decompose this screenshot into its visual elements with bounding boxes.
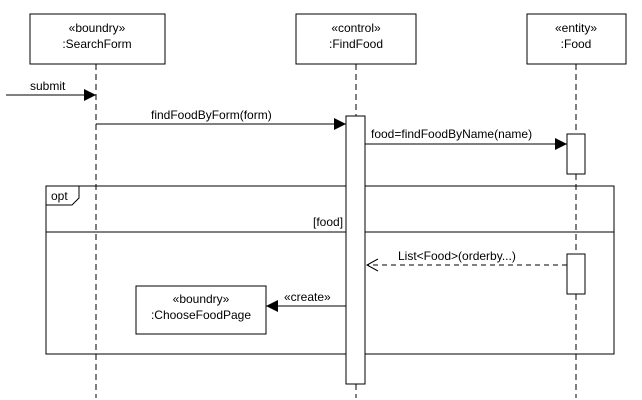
participant-food[interactable]: «entity» :Food <box>526 13 627 65</box>
participant-searchform[interactable]: «boundry» :SearchForm <box>29 13 166 65</box>
fragment-guard: [food] <box>313 215 343 229</box>
activation-findfood <box>345 115 366 385</box>
message-label: findFoodByForm(form) <box>151 108 272 122</box>
participant-name: :FindFood <box>329 37 383 51</box>
message-label: food=findFoodByName(name) <box>371 127 532 141</box>
message-label: List<Food>(orderby...) <box>398 249 516 263</box>
participant-stereotype: «control» <box>331 21 381 35</box>
participant-name: :SearchForm <box>62 37 131 51</box>
participant-choosefoodpage[interactable]: «boundry» :ChooseFoodPage <box>135 285 267 335</box>
activation-food-1 <box>566 133 586 175</box>
fragment-operator: opt <box>51 189 68 203</box>
message-label: «create» <box>284 290 331 304</box>
fragment-frame <box>45 185 615 355</box>
message-label: submit <box>30 79 66 93</box>
message-submit: submit <box>6 79 96 101</box>
participant-name: :Food <box>561 37 592 51</box>
message-return-list: List<Food>(orderby...) <box>365 249 567 272</box>
opt-fragment: opt [food] <box>45 185 615 355</box>
message-create: «create» <box>266 290 346 312</box>
activation-food-2 <box>566 253 586 295</box>
participant-name: :ChooseFoodPage <box>151 308 251 322</box>
message-find-by-form: findFoodByForm(form) <box>96 108 346 130</box>
participant-stereotype: «boundry» <box>173 292 230 306</box>
message-find-by-name: food=findFoodByName(name) <box>365 127 567 150</box>
participant-findfood[interactable]: «control» :FindFood <box>295 13 417 65</box>
participant-stereotype: «boundry» <box>69 21 126 35</box>
fragment-operator-tab <box>46 186 80 206</box>
participant-stereotype: «entity» <box>555 21 597 35</box>
